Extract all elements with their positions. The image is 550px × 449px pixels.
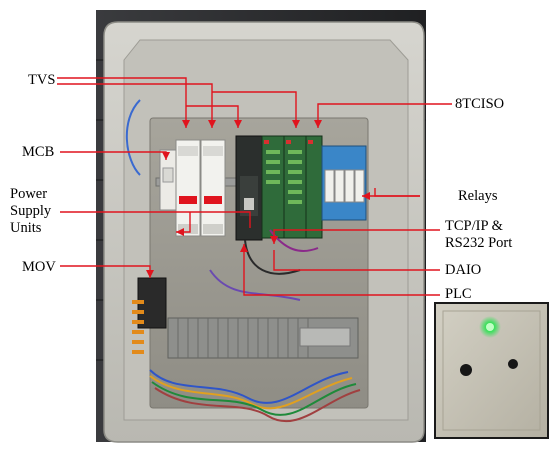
wiring bbox=[125, 99, 361, 423]
label-mcb: MCB bbox=[22, 144, 55, 160]
label-daio: DAIO bbox=[445, 262, 482, 278]
label-tcp-line1: TCP/IP & bbox=[445, 218, 503, 234]
label-psu-line1: Power bbox=[10, 186, 48, 202]
label-relays: Relays bbox=[458, 188, 498, 204]
label-psu-line2: Supply bbox=[10, 203, 52, 219]
knob-left bbox=[460, 364, 472, 376]
label-8tciso: 8TCISO bbox=[455, 96, 505, 112]
label-psu-line3: Units bbox=[10, 220, 42, 236]
label-tvs: TVS bbox=[28, 72, 56, 88]
terminal-blocks bbox=[167, 317, 359, 359]
label-mov: MOV bbox=[22, 259, 56, 275]
label-tcp-line2: RS232 Port bbox=[445, 235, 513, 251]
knob-right bbox=[508, 359, 518, 369]
label-plc: PLC bbox=[445, 286, 472, 302]
